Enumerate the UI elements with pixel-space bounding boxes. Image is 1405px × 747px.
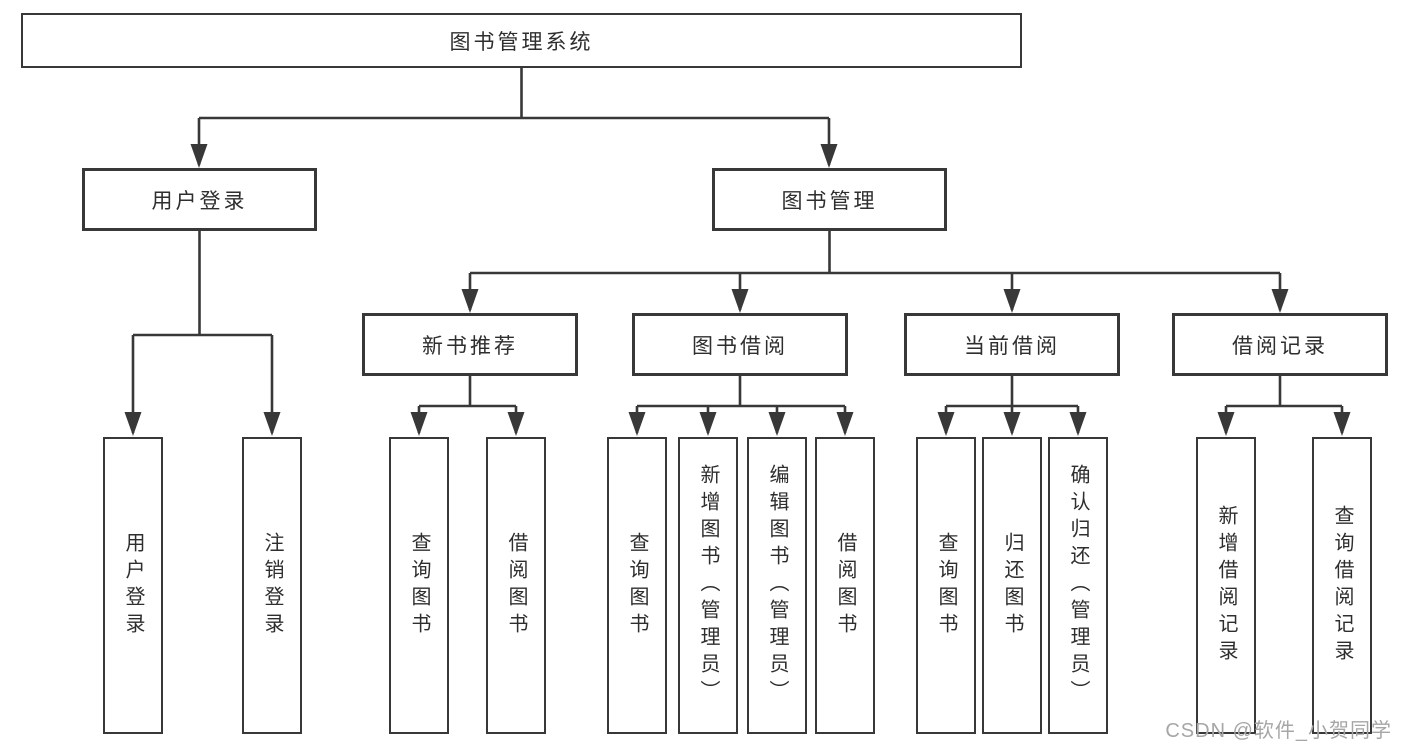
- node-leaf-query-book-b: 查询图书: [607, 437, 667, 734]
- node-leaf-logout: 注销登录: [242, 437, 302, 734]
- leaf-label: 新增借阅记录: [1215, 504, 1237, 667]
- arrowhead: [820, 144, 838, 168]
- node-leaf-return-book: 归还图书: [982, 437, 1042, 734]
- node-new-book-rec-label: 新书推荐: [422, 334, 518, 358]
- node-user-login: 用户登录: [82, 168, 317, 231]
- connector-book-mgmt-children: [461, 229, 1289, 313]
- connector-current-borrow-children: [937, 374, 1087, 436]
- leaf-label: 查询图书: [408, 531, 430, 640]
- connector-borrow-record-children: [1217, 374, 1351, 436]
- arrowhead: [768, 412, 786, 436]
- connector-user-login-children: [124, 229, 281, 436]
- node-root: 图书管理系统: [21, 13, 1022, 68]
- arrowhead: [263, 412, 281, 436]
- arrowhead: [1333, 412, 1351, 436]
- node-current-borrow-label: 当前借阅: [964, 334, 1060, 358]
- node-borrow-record: 借阅记录: [1172, 313, 1388, 376]
- node-book-mgmt: 图书管理: [712, 168, 947, 231]
- node-leaf-borrow-book-b: 借阅图书: [815, 437, 875, 734]
- arrowhead: [124, 412, 142, 436]
- arrowhead: [731, 289, 749, 313]
- node-leaf-user-login: 用户登录: [103, 437, 163, 734]
- leaf-label: 新增图书（管理员）: [697, 464, 719, 707]
- node-leaf-borrow-book-a: 借阅图书: [486, 437, 546, 734]
- arrowhead: [937, 412, 955, 436]
- node-user-login-label: 用户登录: [151, 189, 248, 213]
- leaf-label: 归还图书: [1001, 531, 1023, 640]
- leaf-label: 注销登录: [261, 531, 283, 640]
- node-book-borrow: 图书借阅: [632, 313, 848, 376]
- leaf-label: 查询图书: [935, 531, 957, 640]
- node-leaf-add-record: 新增借阅记录: [1196, 437, 1256, 734]
- arrowhead: [410, 412, 428, 436]
- arrowhead: [1069, 412, 1087, 436]
- arrowhead: [1217, 412, 1235, 436]
- leaf-label: 查询借阅记录: [1331, 504, 1353, 667]
- node-leaf-edit-book: 编辑图书（管理员）: [747, 437, 807, 734]
- node-book-mgmt-label: 图书管理: [781, 189, 878, 213]
- leaf-label: 借阅图书: [505, 531, 527, 640]
- node-leaf-query-book-a: 查询图书: [389, 437, 449, 734]
- arrowhead: [1003, 289, 1021, 313]
- leaf-label: 用户登录: [122, 531, 144, 640]
- connector-book-borrow-children: [628, 374, 854, 436]
- node-leaf-add-book: 新增图书（管理员）: [678, 437, 738, 734]
- connector-root-to-level2: [190, 66, 838, 168]
- leaf-label: 借阅图书: [834, 531, 856, 640]
- node-new-book-rec: 新书推荐: [362, 313, 578, 376]
- arrowhead: [507, 412, 525, 436]
- arrowhead: [1271, 289, 1289, 313]
- leaf-label: 确认归还（管理员）: [1067, 464, 1089, 707]
- leaf-label: 编辑图书（管理员）: [766, 464, 788, 707]
- leaf-label: 查询图书: [626, 531, 648, 640]
- node-root-label: 图书管理系统: [449, 30, 594, 54]
- arrowhead: [190, 144, 208, 168]
- node-borrow-record-label: 借阅记录: [1232, 334, 1328, 358]
- node-leaf-confirm-return: 确认归还（管理员）: [1048, 437, 1108, 734]
- arrowhead: [699, 412, 717, 436]
- node-current-borrow: 当前借阅: [904, 313, 1120, 376]
- arrowhead: [628, 412, 646, 436]
- arrowhead: [1003, 412, 1021, 436]
- csdn-watermark: CSDN @软件_小贺同学: [1165, 720, 1392, 742]
- node-leaf-query-record: 查询借阅记录: [1312, 437, 1372, 734]
- arrowhead: [836, 412, 854, 436]
- node-leaf-query-book-c: 查询图书: [916, 437, 976, 734]
- arrowhead: [461, 289, 479, 313]
- connector-new-book-children: [410, 374, 525, 436]
- node-book-borrow-label: 图书借阅: [692, 334, 788, 358]
